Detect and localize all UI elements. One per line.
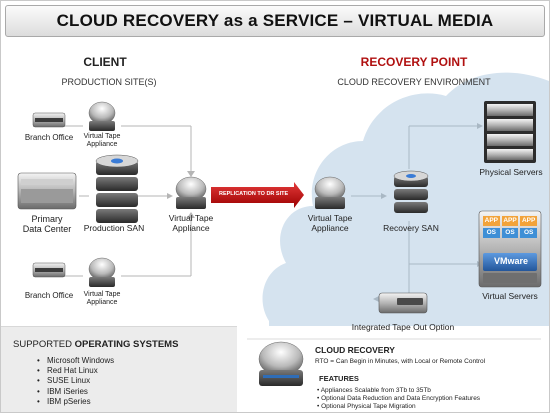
primary-data-center-server [17,172,77,210]
production-san-label: Production SAN [83,223,145,233]
os-item: Microsoft Windows [37,356,114,366]
app-label: APP [483,216,500,226]
recovery-san-stack [393,170,429,213]
vta-label-mid-line2: Appliance [172,222,210,233]
features-list: • Appliances Scalable from 3Tb to 35Tb •… [317,387,480,412]
app-row: APP APP APP [483,216,538,226]
tape-out-device [378,292,428,314]
vmware-label: VMware [494,256,529,266]
recovery-vta-label-line1: Virtual Tape [307,213,353,223]
title-bar: CLOUD RECOVERY as a SERVICE – VIRTUAL ME… [5,5,545,37]
os-label: OS [520,228,538,238]
recovery-vta-device [314,176,346,209]
recovery-san-label: Recovery SAN [383,223,439,233]
os-label: OS [483,228,500,238]
primary-dc-label-line1: Primary [31,214,63,224]
tape-out-label: Integrated Tape Out Option [351,322,455,332]
recovery-vta-label-line2: Appliance [311,222,349,233]
features-title: FEATURES [319,374,359,383]
primary-dc-label: Primary Data Center [23,214,72,235]
branch-office-label-bottom: Branch Office [24,291,74,300]
os-item: SUSE Linux [37,376,114,386]
vta-device-mid [175,176,207,209]
app-label: APP [520,216,538,226]
replication-arrow [211,182,304,208]
branch-office-server-top [32,112,66,128]
vta-label-bottom: Virtual Tape Appliance [84,291,121,307]
vta-device-bottom [88,257,116,287]
replication-label: REPLICATION TO DR SITE [219,191,289,197]
vta-label-top: Virtual Tape Appliance [84,133,121,149]
vta-label-top-line2: Appliance [86,141,118,149]
branch-office-label-top: Branch Office [24,133,74,142]
os-row: OS OS OS [483,228,538,238]
vta-label-mid-line1: Virtual Tape [168,213,214,223]
os-label: OS [501,228,519,238]
vta-label-bottom-line1: Virtual Tape [83,291,121,298]
client-arrowheads [167,171,195,218]
os-item: Red Hat Linux [37,366,114,376]
os-item: IBM iSeries [37,387,114,397]
vta-label-bottom-line2: Appliance [86,299,118,307]
client-connectors [63,125,192,277]
feature-item: • Optional Data Reduction and Data Encry… [317,395,481,403]
recovery-heading: RECOVERY POINT [360,55,468,69]
diagram-title: CLOUD RECOVERY as a SERVICE – VIRTUAL ME… [56,11,494,30]
cloud-recovery-rto: RTO = Can Begin in Minutes, with Local o… [315,358,486,365]
physical-servers-rack [484,101,536,163]
recovery-subheading: CLOUD RECOVERY ENVIRONMENT [337,77,491,87]
client-subheading: PRODUCTION SITE(S) [61,77,157,87]
supported-os-title: SUPPORTED OPERATING SYSTEMS [13,339,178,350]
vta-label-mid: Virtual Tape Appliance [168,213,214,234]
physical-servers-label: Physical Servers [479,167,543,177]
feature-item: • Appliances Scalable from 3Tb to 35Tb [317,387,431,394]
supported-os-title-prefix: SUPPORTED [13,339,75,350]
app-label: APP [501,216,519,226]
cloud-recovery-title: CLOUD RECOVERY [315,345,395,355]
supported-os-panel: SUPPORTED OPERATING SYSTEMS Microsoft Wi… [1,326,237,412]
os-item: IBM pSeries [37,397,114,407]
production-san-stack [95,154,139,223]
vta-label-top-line1: Virtual Tape [83,133,121,140]
primary-dc-label-line2: Data Center [22,224,72,235]
supported-os-title-bold: OPERATING SYSTEMS [74,339,179,350]
recovery-vta-label: Virtual Tape Appliance [307,213,353,234]
feature-item: • Optional Physical Tape Migration [317,403,416,411]
client-heading: CLIENT [83,55,127,69]
os-list: Microsoft Windows Red Hat Linux SUSE Lin… [37,356,114,407]
vta-device-top [88,101,116,131]
virtual-servers-label: Virtual Servers [482,291,538,301]
app-os-grid: APP APP APP OS OS OS [483,216,538,238]
cloud-recovery-device [258,341,304,386]
branch-office-server-bottom [32,262,66,278]
